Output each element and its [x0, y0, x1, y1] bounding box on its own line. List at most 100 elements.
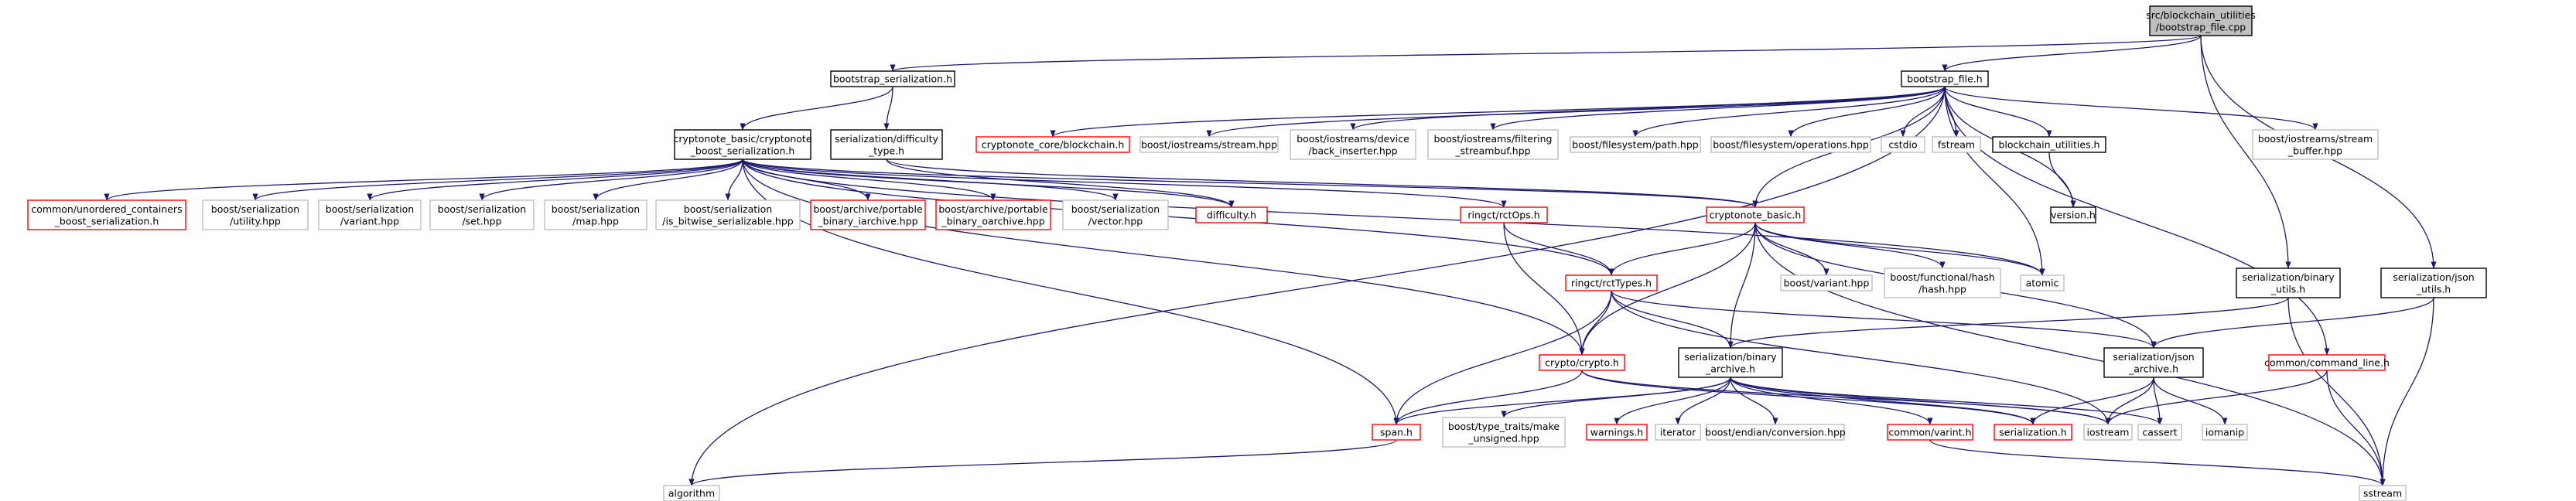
node-iostream[interactable]: iostream	[2083, 424, 2133, 441]
edge-line	[742, 158, 1399, 425]
node-label: boost/filesystem/path.hpp	[1572, 139, 1699, 151]
node-box	[1427, 129, 1559, 160]
node-iomanip[interactable]: iomanip	[2202, 424, 2248, 441]
node-portable-iarchive[interactable]: boost/archive/portable_binary_iarchive.h…	[810, 199, 926, 230]
node-endian[interactable]: boost/endian/conversion.hpp	[1705, 424, 1846, 441]
node-label: _type.h	[868, 145, 904, 156]
node-set-hpp[interactable]: boost/serialization/set.hpp	[429, 199, 535, 230]
edge-json-archive-to-cassert	[2153, 377, 2163, 425]
node-box	[1539, 354, 1625, 371]
node-json-archive[interactable]: serialization/json_archive.h	[2103, 347, 2204, 378]
node-box	[1372, 424, 1421, 441]
node-algorithm[interactable]: algorithm	[663, 485, 720, 501]
node-box	[429, 199, 535, 230]
node-iterator[interactable]: iterator	[1655, 424, 1701, 441]
node-rctTypes[interactable]: ringct/rctTypes.h	[1565, 274, 1658, 291]
edge-bootstrap-file-to-algorithm	[688, 86, 1946, 486]
node-cstdio[interactable]: cstdio	[1881, 136, 1925, 153]
edge-line	[1754, 222, 2045, 276]
node-bootstrap-file[interactable]: bootstrap_file.h	[1901, 70, 1989, 87]
node-sstream[interactable]: sstream	[2359, 485, 2407, 501]
node-label: _binary_oarchive.hpp	[941, 215, 1044, 227]
edge-difficulty-type-to-cryptonote-basic	[886, 158, 1758, 208]
node-make-unsigned[interactable]: boost/type_traits/make_unsigned.hpp	[1442, 417, 1566, 448]
node-box	[975, 136, 1130, 153]
node-box	[1992, 136, 2106, 153]
node-label: boost/functional/hash	[1890, 271, 1994, 283]
edge-difficulty-type-to-difficulty-h	[886, 158, 1235, 208]
node-label: boost/archive/portable	[938, 203, 1048, 215]
node-hash-hpp[interactable]: boost/functional/hash/hash.hpp	[1884, 268, 2001, 298]
node-stream-buffer[interactable]: boost/iostreams/stream_buffer.hpp	[2252, 129, 2379, 160]
node-label: algorithm	[668, 488, 715, 499]
edge-boost-ser-to-variant-ser	[367, 158, 743, 201]
edge-ser-json-utils-to-sstream	[2380, 297, 2434, 486]
node-label: /map.hpp	[572, 215, 619, 227]
edge-cryptonote-basic-to-binary-archive	[1727, 222, 1756, 349]
node-crypto-h[interactable]: crypto/crypto.h	[1539, 354, 1625, 371]
node-filtering[interactable]: boost/iostreams/filtering_streambuf.hpp	[1427, 129, 1559, 160]
node-label: _boost_serialization.h	[690, 145, 795, 156]
node-utility-hpp[interactable]: boost/serialization/utility.hpp	[202, 199, 309, 230]
node-label: cassert	[2142, 427, 2177, 438]
node-blockchain[interactable]: cryptonote_core/blockchain.h	[975, 136, 1130, 153]
node-command-line[interactable]: common/command_line.h	[2264, 354, 2390, 371]
node-label: bootstrap_file.h	[1907, 73, 1982, 85]
edge-line	[688, 439, 1397, 486]
node-box	[318, 199, 422, 230]
edge-bootstrap-file-to-blockchain-utilities	[1944, 86, 2052, 138]
edge-line	[252, 158, 743, 201]
edge-line	[1503, 222, 1585, 356]
node-vector-hpp[interactable]: boost/serialization/vector.hpp	[1062, 199, 1169, 230]
node-label: ringct/rctOps.h	[1467, 210, 1539, 221]
node-binary-archive[interactable]: serialization/binary_archive.h	[1678, 347, 1783, 378]
node-box	[1901, 70, 1989, 87]
edge-line	[1581, 370, 2036, 425]
node-ser-binary[interactable]: serialization/binary_utils.h	[2236, 268, 2341, 298]
edge-boost-ser-to-portable-oarchive	[742, 158, 996, 201]
edge-line	[2048, 152, 2076, 208]
node-boost-variant[interactable]: boost/variant.hpp	[1780, 274, 1873, 291]
node-path-hpp[interactable]: boost/filesystem/path.hpp	[1570, 136, 1701, 153]
node-stream-hpp[interactable]: boost/iostreams/stream.hpp	[1139, 136, 1279, 153]
node-rctOps[interactable]: ringct/rctOps.h	[1460, 206, 1548, 223]
node-bootstrap-serialization[interactable]: bootstrap_serialization.h	[830, 70, 955, 87]
edge-line	[688, 86, 1946, 486]
node-box	[1881, 136, 1925, 153]
node-unordered[interactable]: common/unordered_containers_boost_serial…	[27, 199, 186, 230]
edge-root-to-ser-binary	[2200, 35, 2291, 269]
node-is-bitwise[interactable]: boost/serialization/is_bitwise_serializa…	[655, 199, 801, 230]
node-version-h[interactable]: version.h	[2050, 206, 2096, 223]
node-map-hpp[interactable]: boost/serialization/map.hpp	[544, 199, 647, 230]
edge-line	[1730, 377, 1778, 425]
node-portable-oarchive[interactable]: boost/archive/portable_binary_oarchive.h…	[935, 199, 1051, 230]
node-blockchain-utilities[interactable]: blockchain_utilities.h	[1992, 136, 2106, 153]
node-variant-ser[interactable]: boost/serialization/variant.hpp	[318, 199, 422, 230]
node-root[interactable]: src/blockchain_utilities/bootstrap_file.…	[2146, 5, 2256, 36]
node-box	[2236, 268, 2341, 298]
node-ser-json-utils[interactable]: serialization/json_utils.h	[2380, 268, 2487, 298]
node-back-inserter[interactable]: boost/iostreams/device/back_inserter.hpp	[1290, 129, 1416, 160]
node-label: blockchain_utilities.h	[1999, 139, 2100, 151]
node-box	[2103, 347, 2204, 378]
node-label: _streambuf.hpp	[1454, 145, 1530, 156]
node-varint[interactable]: common/varint.h	[1887, 424, 1973, 441]
node-operations[interactable]: boost/filesystem/operations.hpp	[1710, 136, 1871, 153]
edge-line	[2287, 297, 2386, 486]
node-boost-ser[interactable]: cryptonote_basic/cryptonote_boost_serial…	[673, 129, 812, 160]
node-box	[1570, 136, 1701, 153]
node-span-h[interactable]: span.h	[1372, 424, 1421, 441]
node-cassert[interactable]: cassert	[2137, 424, 2182, 441]
node-label: fstream	[1938, 139, 1975, 151]
node-box	[1932, 136, 1981, 153]
node-fstream[interactable]: fstream	[1932, 136, 1981, 153]
node-difficulty-type[interactable]: serialization/difficulty_type.h	[830, 129, 943, 160]
node-serialization-h[interactable]: serialization.h	[1993, 424, 2072, 441]
node-difficulty-h[interactable]: difficulty.h	[1195, 206, 1268, 223]
node-atomic[interactable]: atomic	[2020, 274, 2065, 291]
node-label: span.h	[1380, 427, 1413, 438]
node-warnings-h[interactable]: warnings.h	[1586, 424, 1648, 441]
edge-bootstrap-file-to-back-inserter	[1350, 86, 1946, 131]
node-cryptonote-basic[interactable]: cryptonote_basic.h	[1706, 206, 1805, 223]
node-label: boost/endian/conversion.hpp	[1705, 427, 1846, 438]
